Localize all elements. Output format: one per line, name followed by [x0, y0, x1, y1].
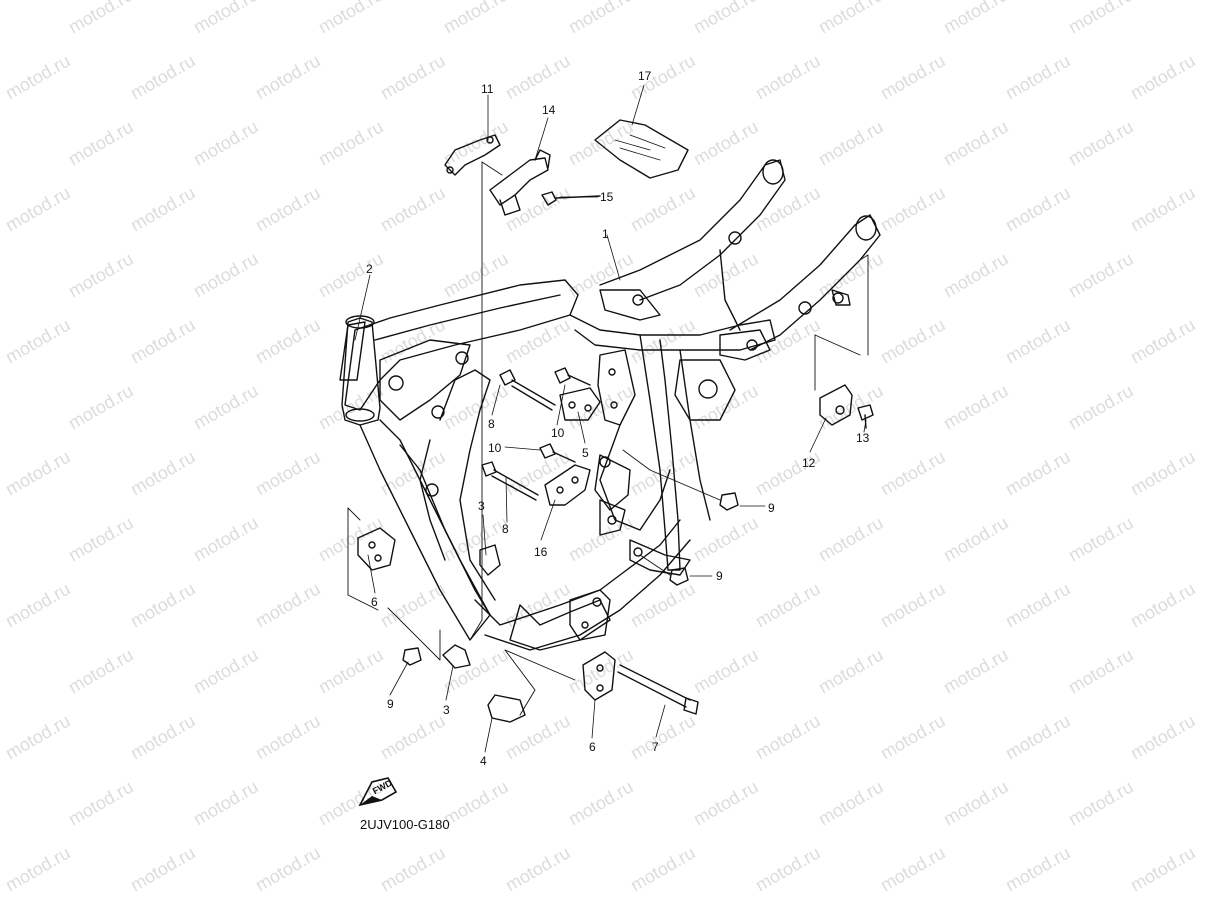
main-spine	[569, 314, 776, 351]
callout-9-middle: 9	[716, 569, 723, 583]
swingarm-plate	[674, 359, 736, 421]
seat-pillar	[639, 334, 681, 571]
callout-14: 14	[542, 103, 556, 117]
callout-4: 4	[480, 754, 487, 768]
right-plate	[719, 329, 771, 361]
down-tube	[359, 419, 491, 641]
part-9-nut-left	[402, 647, 422, 666]
engine-mount-plate	[597, 349, 636, 426]
part-16-plate	[544, 464, 591, 506]
callout-11: 11	[481, 82, 494, 96]
callout-3-upper: 3	[478, 499, 485, 513]
gusset-hole-2	[455, 351, 469, 365]
callout-8-upper: 8	[488, 417, 495, 431]
steering-head-top	[345, 315, 375, 329]
lower-mount	[569, 589, 611, 641]
callout-17: 17	[638, 69, 652, 83]
callout-6-upper: 6	[371, 595, 378, 609]
part-6-plate-upper	[357, 527, 396, 571]
swingarm-pivot	[698, 379, 718, 399]
rear-mount-upper	[762, 159, 784, 185]
top-bolt	[632, 294, 644, 306]
frame-top-rail-inner	[374, 294, 561, 341]
callout-9-upper: 9	[768, 501, 775, 515]
steering-head-bottom	[345, 408, 375, 422]
part-7-bolt-shaft	[619, 664, 691, 701]
steering-head	[341, 317, 381, 426]
callout-10-upper: 10	[551, 426, 565, 440]
seat-rail-upper	[599, 159, 786, 301]
part-17-label	[594, 119, 689, 179]
part-10-bolt-upper	[554, 367, 571, 384]
part-4-bracket	[487, 694, 526, 723]
part-8-bolt-upper	[499, 369, 516, 386]
top-cross-bracket	[599, 289, 661, 321]
part-11-clamp	[444, 134, 501, 176]
part-8-bolt-lower	[481, 461, 497, 477]
callout-13: 13	[856, 431, 870, 445]
callout-3-lower: 3	[443, 703, 450, 717]
part-2-decal	[339, 321, 366, 381]
pillar-right	[679, 349, 711, 521]
part-5-plate	[559, 387, 601, 421]
cradle-bottom-2	[484, 539, 691, 651]
inner-cradle-2	[419, 439, 446, 561]
callout-5: 5	[582, 446, 589, 460]
callout-6-lower: 6	[589, 740, 596, 754]
part-15-bolt	[541, 191, 557, 206]
callout-1: 1	[602, 227, 609, 241]
mid-bracket-2	[599, 499, 626, 536]
callout-7: 7	[652, 740, 659, 754]
frame-top-rail	[344, 279, 579, 411]
inner-cradle	[439, 369, 496, 601]
callout-15: 15	[600, 190, 614, 204]
rear-mount-lower	[855, 215, 877, 241]
cradle-left	[399, 444, 491, 616]
rear-subframe-brace	[719, 249, 741, 331]
callout-9-lower: 9	[387, 697, 394, 711]
callout-12: 12	[802, 456, 816, 470]
skid-plate	[509, 599, 611, 651]
callout-2: 2	[366, 262, 373, 276]
part-10-bolt-lower	[539, 443, 556, 459]
part-12-bracket	[819, 384, 853, 426]
part-3-clamp-lower	[442, 644, 471, 669]
head-gusset	[379, 339, 471, 421]
gusset-hole	[388, 375, 404, 391]
part-9-nut-right-lower	[669, 567, 689, 586]
part-3-clamp-upper	[479, 544, 501, 576]
diagram-code: 2UJV100-G180	[360, 817, 450, 832]
part-9-nut-right-upper	[719, 492, 739, 511]
callout-8-lower: 8	[502, 522, 509, 536]
callout-16: 16	[534, 545, 548, 559]
mid-bracket	[594, 454, 631, 511]
part-6-plate-lower	[582, 651, 616, 701]
rear-tab	[831, 289, 851, 306]
right-gusset	[629, 539, 691, 576]
callout-10-lower: 10	[488, 441, 502, 455]
part-14-bracket	[489, 157, 549, 206]
right-lower-rail	[599, 424, 671, 531]
part-13-bolt	[857, 404, 874, 421]
